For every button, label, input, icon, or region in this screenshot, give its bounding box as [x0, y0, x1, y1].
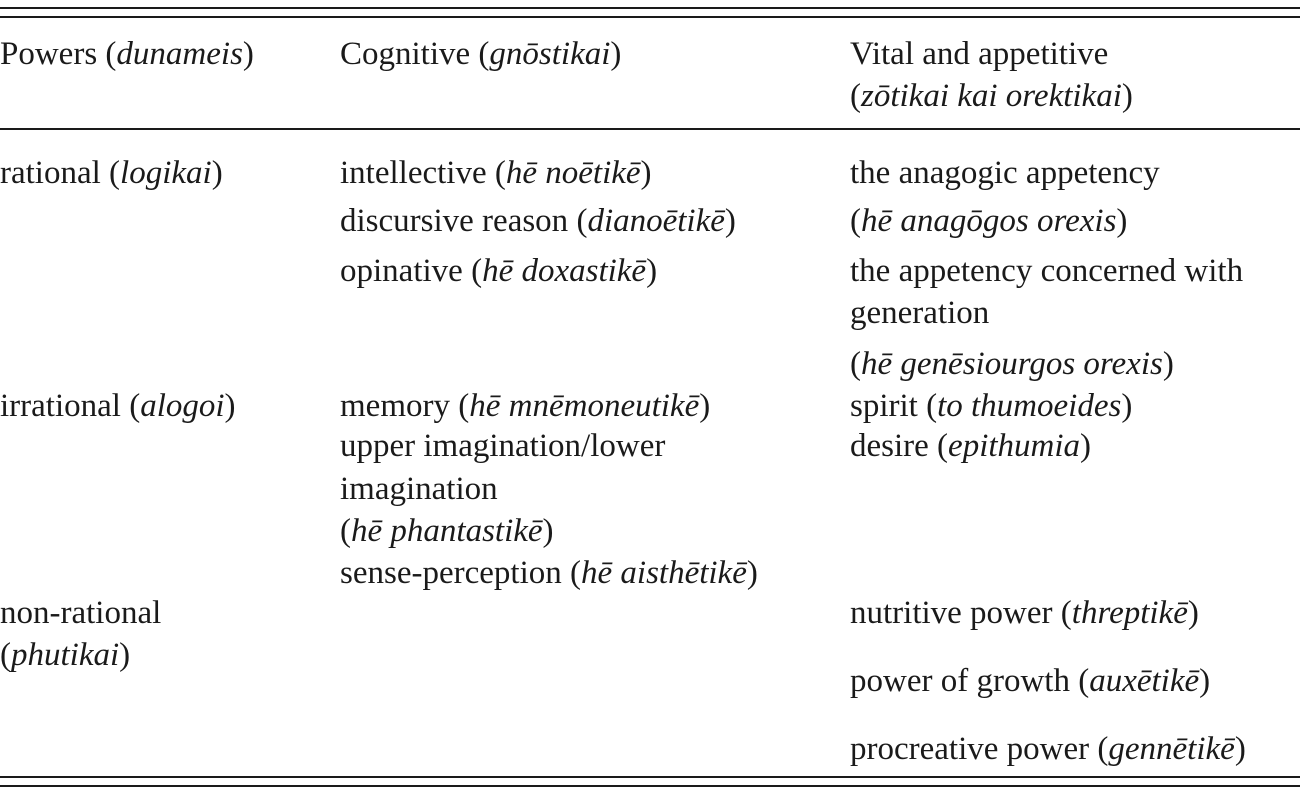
power-non-rational-term: (phutikai) — [0, 637, 131, 673]
vital-anagogic-appetency: the anagogic appetency — [850, 155, 1160, 191]
cognitive-discursive-reason: discursive reason (dianoētikē) — [340, 203, 736, 239]
bottom-rule-inner — [0, 776, 1300, 778]
vital-anagogic-term: (hē anagōgos orexis) — [850, 203, 1128, 239]
cognitive-sense-perception: sense-perception (hē aisthētikē) — [340, 555, 758, 591]
vital-power-of-growth: power of growth (auxētikē) — [850, 663, 1211, 699]
cognitive-memory: memory (hē mnēmoneutikē) — [340, 388, 711, 424]
vital-desire: desire (epithumia) — [850, 428, 1092, 464]
header-cognitive: Cognitive (gnōstikai) — [340, 36, 622, 72]
vital-spirit: spirit (to thumoeides) — [850, 388, 1133, 424]
vital-generation-term: (hē genēsiourgos orexis) — [850, 346, 1174, 382]
power-rational: rational (logikai) — [0, 155, 223, 191]
power-irrational: irrational (alogoi) — [0, 388, 236, 424]
header-powers: Powers (dunameis) — [0, 36, 254, 72]
vital-procreative-power: procreative power (gennētikē) — [850, 731, 1246, 767]
bottom-rule-outer — [0, 785, 1300, 787]
cognitive-intellective: intellective (hē noētikē) — [340, 155, 652, 191]
power-non-rational: non-rational — [0, 595, 162, 631]
vital-generation-appetency: the appetency concerned with — [850, 253, 1244, 289]
header-vital: Vital and appetitive — [850, 36, 1109, 72]
vital-generation-appetency-cont: generation — [850, 295, 990, 331]
cognitive-imagination-term: (hē phantastikē) — [340, 513, 554, 549]
cognitive-imagination-cont: imagination — [340, 471, 498, 507]
cognitive-opinative: opinative (hē doxastikē) — [340, 253, 658, 289]
top-rule-inner — [0, 16, 1300, 18]
header-rule — [0, 128, 1300, 130]
top-rule-outer — [0, 7, 1300, 9]
header-vital-term: (zōtikai kai orektikai) — [850, 78, 1133, 114]
cognitive-imagination: upper imagination/lower — [340, 428, 666, 464]
vital-nutritive-power: nutritive power (threptikē) — [850, 595, 1199, 631]
